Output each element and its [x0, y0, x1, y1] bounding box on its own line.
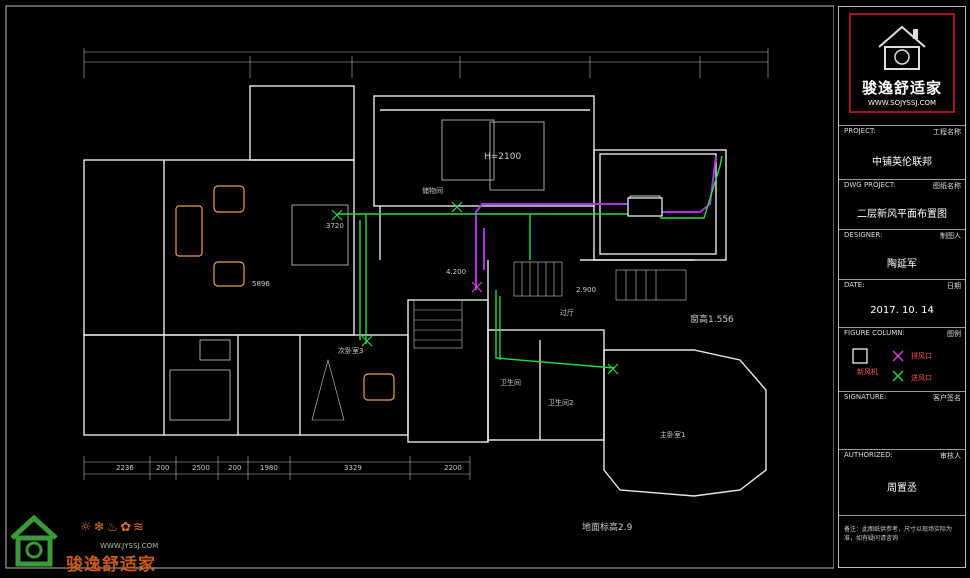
furniture — [175, 185, 395, 401]
watermark-url: WWW.JYSSJ.COM — [100, 542, 159, 550]
logo-url: WWW.SOJYSSJ.COM — [867, 99, 937, 107]
height-label: H=2100 — [484, 152, 522, 162]
watermark: ☼❄♨✿≋ WWW.JYSSJ.COM 骏逸舒适家 — [8, 512, 188, 575]
elevation-4200: 4.200 — [446, 268, 467, 276]
room-label-master: 主卧室1 — [660, 431, 686, 439]
authorized-label: AUTHORIZED: — [844, 451, 893, 459]
dim-200a: 200 — [156, 464, 170, 472]
legend-supply-icon — [892, 370, 904, 382]
date-value: 2017. 10. 14 — [870, 305, 934, 316]
exhaust-diffusers — [471, 281, 483, 293]
project-value: 中铺英伦联邦 — [872, 157, 932, 168]
project-label-cn: 工程名称 — [933, 128, 961, 136]
dwg-value: 二层新风平面布置图 — [857, 209, 947, 220]
bay-elevation-label: 地面标高2.9 — [582, 523, 633, 533]
figure-label-cn: 图例 — [947, 330, 961, 338]
dim-1980: 1980 — [260, 464, 278, 472]
supply-duct — [338, 155, 723, 369]
logo-text: 骏逸舒适家 — [861, 79, 942, 97]
dwg-label: DWG PROJECT: — [844, 181, 896, 189]
date-label-cn: 日期 — [947, 282, 961, 290]
signature-label-cn: 客户签名 — [933, 394, 961, 402]
room-label-bath: 卫生间 — [500, 379, 521, 387]
title-block: 骏逸舒适家 WWW.SOJYSSJ.COM PROJECT: 工程名称 中铺英伦联… — [838, 6, 966, 568]
elevation-2900: 2.900 — [576, 286, 597, 294]
legend-exhaust-text: 排风口 — [911, 352, 932, 360]
dim-3329: 3329 — [344, 464, 362, 472]
room-label-bath2: 卫生间2 — [548, 399, 574, 407]
exhaust-duct — [475, 155, 717, 290]
watermark-house-icon — [10, 514, 58, 567]
watermark-icons: ☼❄♨✿≋ — [80, 520, 146, 535]
room-label-bedroom3: 次卧室3 — [338, 347, 364, 355]
supply-diffusers — [331, 201, 619, 375]
dim-3720: 3720 — [326, 222, 344, 230]
signature-label: SIGNATURE: — [844, 393, 887, 401]
authorized-label-cn: 审核人 — [940, 452, 961, 460]
designer-label-cn: 制图人 — [940, 232, 961, 240]
legend-unit-icon — [852, 348, 868, 364]
note-text: 备注：此图纸供参考，尺寸以现场实际为准，如有疑问请咨询 — [844, 526, 953, 542]
legend-unit-text: 新风机 — [857, 368, 878, 376]
date-label: DATE: — [844, 281, 865, 289]
watermark-text: 骏逸舒适家 — [66, 555, 156, 575]
room-label-storage: 储物间 — [422, 187, 443, 195]
dim-2500: 2500 — [192, 464, 210, 472]
floor-plan-drawing — [5, 5, 834, 569]
room-label-hall: 过厅 — [560, 309, 574, 317]
dim-5896: 5896 — [252, 280, 270, 288]
dwg-label-cn: 图纸名称 — [933, 182, 961, 190]
legend-supply-text: 送风口 — [911, 374, 932, 382]
legend-symbols — [852, 348, 904, 382]
designer-label: DESIGNER: — [844, 231, 883, 239]
walls — [83, 85, 767, 497]
legend-exhaust-icon — [892, 350, 904, 362]
dim-200b: 200 — [228, 464, 242, 472]
dim-2200: 2200 — [444, 464, 462, 472]
house-logo-icon — [878, 25, 926, 70]
designer-value: 陶延军 — [887, 259, 917, 270]
figure-label: FIGURE COLUMN: — [844, 329, 905, 337]
bottom-dimension-lines — [83, 456, 471, 480]
authorized-value: 周置丞 — [887, 483, 917, 494]
drawing-frame — [5, 5, 834, 569]
window-height-label: 窗高1.556 — [690, 315, 734, 325]
fresh-air-unit — [627, 197, 663, 217]
project-label: PROJECT: — [844, 127, 876, 135]
dim-2236: 2236 — [116, 464, 134, 472]
logo-box: 骏逸舒适家 WWW.SOJYSSJ.COM — [849, 13, 955, 113]
top-dimension-lines — [83, 48, 769, 78]
staircase — [311, 261, 687, 421]
